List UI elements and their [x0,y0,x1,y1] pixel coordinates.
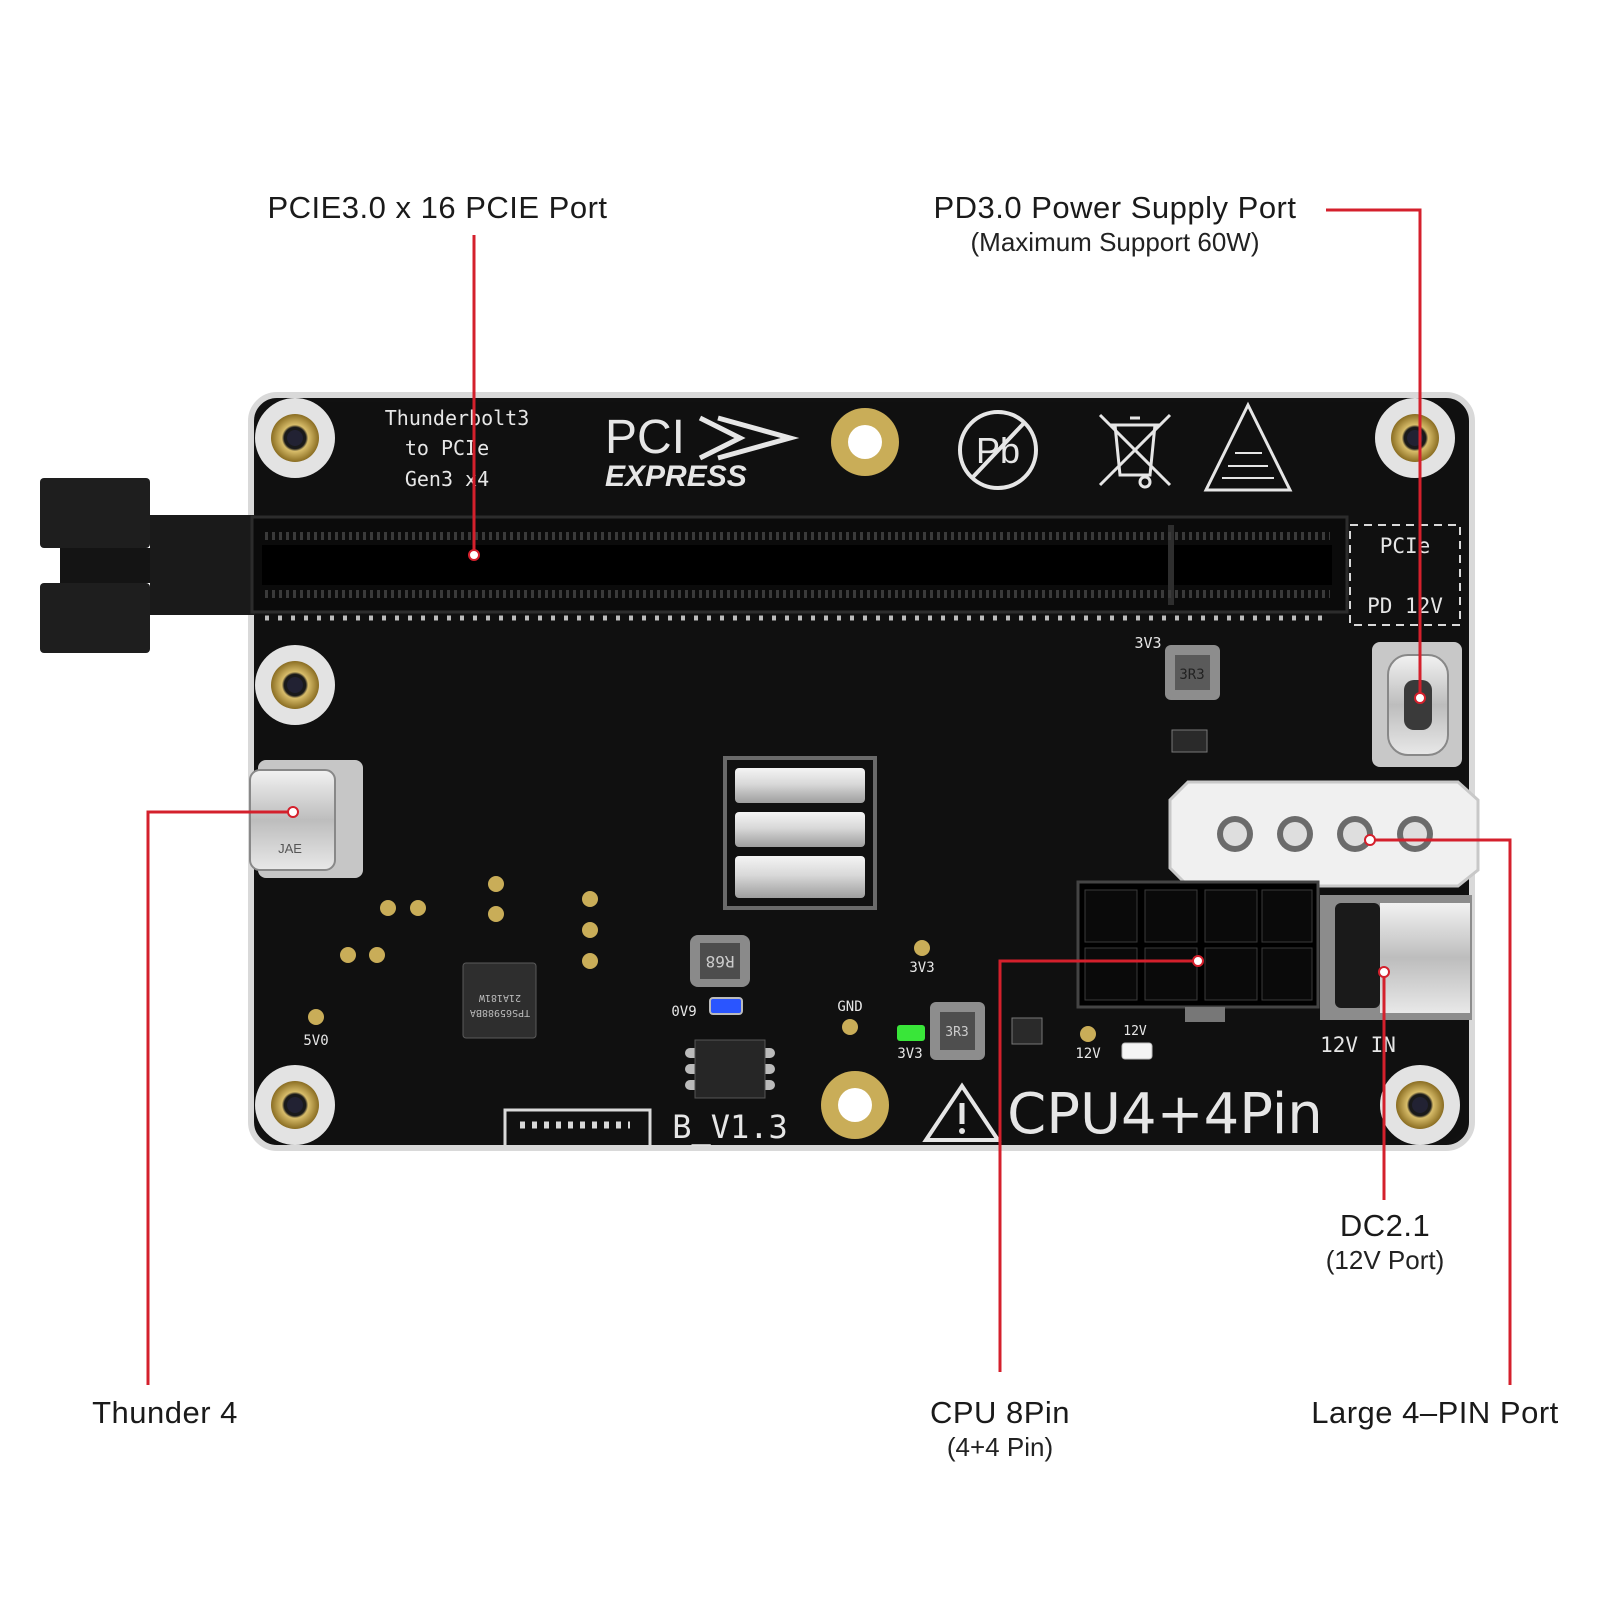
pci-express-logo: PCI EXPRESS [605,411,800,493]
silk-3v3-top: 3V3 [1134,634,1161,652]
pci-logo-text: PCI [605,411,685,464]
standoff-bottom-left [255,1065,335,1145]
callout-molex: Large 4–PIN Port [1290,1395,1580,1431]
thunderbolt-usbc-port: JAE [249,760,363,878]
silk-3v3-led: 3V3 [897,1046,922,1062]
callout-dc: DC2.1 (12V Port) [1290,1208,1480,1276]
silk-gnd: GND [837,999,862,1015]
inductor-top: 3R3 [1165,645,1220,700]
standoff-bottom-right [1380,1065,1460,1145]
express-logo-text: EXPRESS [605,460,747,493]
pcie-x16-slot [250,515,1349,621]
test-pads [340,876,598,969]
chip-r68-text: R68 [706,952,735,971]
weee-recycle-icon [1098,413,1172,489]
mounting-hole-top [831,408,899,476]
callout-pd-title: PD3.0 Power Supply Port [933,190,1297,225]
silk-logo-line3: Gen3 x4 [405,467,489,491]
callout-cpu: CPU 8Pin (4+4 Pin) [890,1395,1110,1463]
esd-warning-icon [1203,401,1293,492]
standoff-mid-left [255,645,335,725]
led-white [1121,1042,1153,1060]
standoff-top-left [255,398,335,478]
3v3-test-point [914,940,930,956]
callout-pd-sub: (Maximum Support 60W) [970,227,1260,257]
small-ic-mid [1011,1017,1043,1045]
callout-thunder-title: Thunder 4 [92,1395,238,1430]
mounting-hole-bottom [821,1071,889,1139]
chip-main-text: TPS65988BA [470,1007,530,1018]
lead-free-icon: Pb [958,410,1038,490]
callout-cpu-sub: (4+4 Pin) [946,1432,1054,1462]
soic-ic [685,1039,775,1099]
callout-line-pd [1326,208,1422,698]
silk-cpu-4-4pin: CPU4+4Pin [1007,1082,1323,1147]
pd-controller-chip: 21A181W TPS65988BA [462,962,537,1039]
inductor-r68: R68 [690,935,750,987]
heatsink [723,756,877,910]
pcie-pd-marking: PCIe PD 12V [1349,524,1461,626]
chip-3r3-mid: 3R3 [945,1025,968,1040]
silk-version: B_V1.3 [672,1108,788,1146]
small-ic-top [1171,729,1208,753]
silk-pd-12v: PD 12V [1367,594,1443,618]
cpu-8pin-connector [1076,880,1320,1022]
silk-pcie: PCIe [1380,534,1431,558]
callout-pcie-port: PCIE3.0 x 16 PCIE Port [250,190,625,226]
molex-4pin-connector [1168,780,1480,888]
callout-lines [146,208,1512,1385]
chip-code-text: 21A181W [478,992,521,1003]
silk-12v-led: 12V [1075,1046,1101,1062]
5v0-test-point [308,1009,324,1025]
callout-molex-title: Large 4–PIN Port [1311,1395,1559,1430]
led-green [897,1025,925,1041]
callout-dots [287,549,1426,978]
callout-pcie-title: PCIE3.0 x 16 PCIE Port [267,190,608,225]
usbc-pd-port [1372,642,1462,767]
callout-cpu-title: CPU 8Pin [929,1395,1071,1430]
callout-pd-port: PD3.0 Power Supply Port (Maximum Support… [910,190,1320,258]
chip-3r3-top: 3R3 [1179,667,1204,683]
usb-brand-text: JAE [278,841,302,856]
dc-2-1-jack [1320,895,1472,1020]
silk-3v3-mid: 3V3 [909,960,934,976]
fpc-header [503,1108,652,1150]
silk-5v0: 5V0 [303,1033,328,1049]
callout-line-molex [1370,838,1512,1385]
silk-logo-line1: Thunderbolt3 [385,406,530,430]
callout-line-cpu [998,959,1198,1372]
callout-line-thunder [146,810,293,1385]
led-blue [709,997,743,1015]
callout-dc-title: DC2.1 [1339,1208,1431,1243]
gnd-test-point [842,1019,858,1035]
silk-12v-small: 12V [1123,1024,1147,1039]
standoff-top-right [1375,398,1455,478]
silk-logo-line2: to PCIe [405,436,489,460]
warning-triangle-icon [922,1082,1002,1142]
pcie-latch [40,478,255,653]
silk-0v9: 0V9 [671,1004,696,1020]
callout-dc-sub: (12V Port) [1325,1245,1445,1275]
callout-thunder: Thunder 4 [60,1395,270,1431]
inductor-mid: 3R3 [930,1002,985,1060]
12v-test-point [1080,1026,1096,1042]
